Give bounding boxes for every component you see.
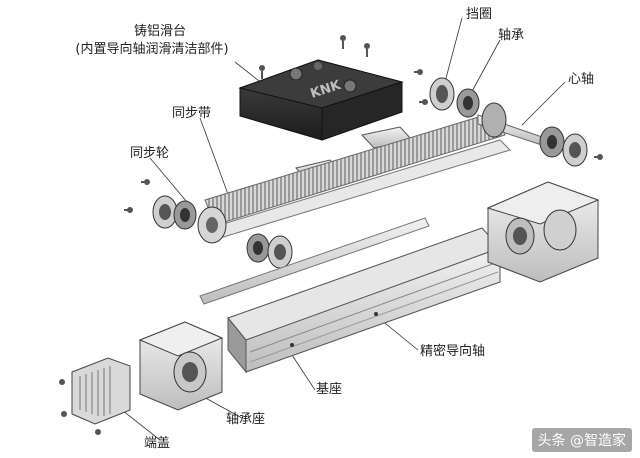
leader-lines: [121, 17, 566, 441]
right-bearing-group: [429, 77, 588, 167]
screw-icons: [124, 35, 603, 266]
label-base: 基座: [316, 382, 343, 397]
precision-guide-shaft: [199, 217, 430, 305]
label-end-cap: 端盖: [144, 436, 171, 451]
bearing-housing-block: [138, 321, 224, 411]
timing-belt: [204, 111, 511, 239]
watermark-text: 头条 @智造家: [531, 428, 632, 452]
label-timing-pulley: 同步轮: [130, 146, 170, 161]
label-aluminum-slide: 铸铝滑台: [133, 24, 186, 39]
label-center-shaft: 心轴: [568, 72, 595, 87]
left-pulley-group: [152, 195, 293, 269]
label-timing-belt: 同步带: [172, 106, 212, 121]
aluminum-base-profile: [227, 227, 501, 374]
label-aluminum-slide-subtitle: (内置导向轴润滑清洁部件): [75, 42, 229, 57]
label-retaining-ring: 挡圈: [466, 7, 493, 22]
aluminum-slide-block: [238, 59, 404, 141]
right-end-housing: [486, 181, 600, 283]
end-cap-plate: [59, 357, 131, 435]
label-bearing: 轴承: [498, 28, 525, 43]
label-precision-guide-shaft: 精密导向轴: [420, 344, 486, 359]
label-bearing-housing: 轴承座: [226, 412, 266, 427]
